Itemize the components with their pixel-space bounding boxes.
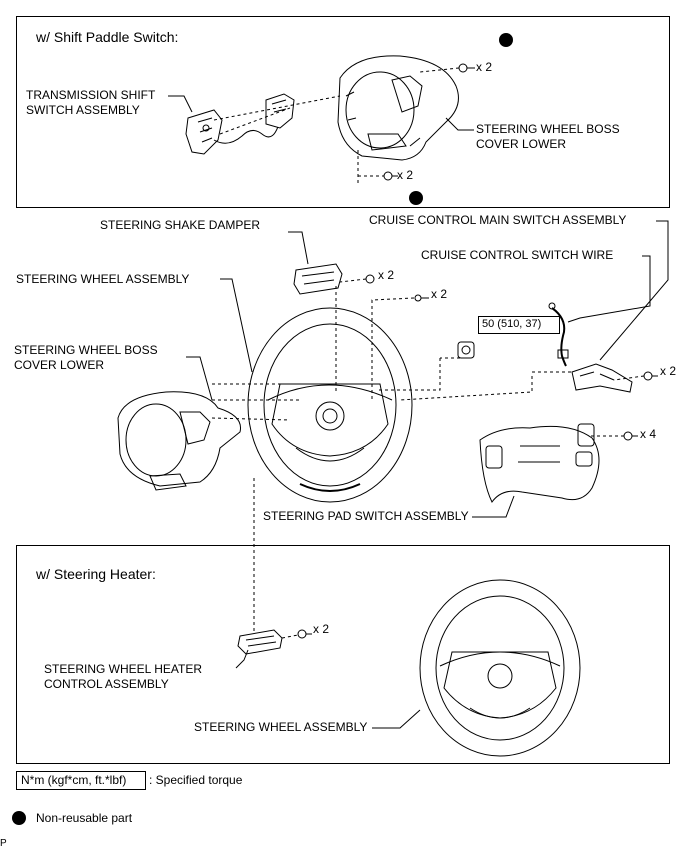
- heater-control-assembly-drawing: [237, 629, 312, 655]
- torque-value: 50 (510, 37): [482, 318, 542, 330]
- steering-wheel-assembly-main-label: STEERING WHEEL ASSEMBLY: [16, 272, 190, 286]
- footer-code: P: [0, 838, 7, 849]
- non-reusable-marker-bottom: [409, 191, 423, 205]
- damper-bolts-qty: x 2: [378, 268, 395, 282]
- non-reusable-legend-text: Non-reusable part: [36, 811, 133, 825]
- leader-heater-control: [235, 649, 249, 669]
- paddle-screws-bottom-qty: x 2: [397, 168, 414, 182]
- damper-bolt-drawing: [365, 274, 375, 284]
- shift-paddle-panel-title: w/ Shift Paddle Switch:: [36, 29, 179, 45]
- middle-dashed-lines: [211, 278, 645, 640]
- cruise-control-main-switch-label: CRUISE CONTROL MAIN SWITCH ASSEMBLY: [369, 213, 627, 227]
- steering-wheel-assembly-heater-label: STEERING WHEEL ASSEMBLY: [194, 720, 368, 734]
- leader-pad-switch: [472, 495, 515, 518]
- cruise-main-switch-drawing: [571, 363, 658, 393]
- steering-pad-switch-drawing: [479, 423, 638, 503]
- steering-wheel-heater-drawing: [419, 579, 581, 757]
- torque-callout: [478, 316, 560, 334]
- heater-screws-qty: x 2: [313, 622, 330, 636]
- torque-legend-units: N*m (kgf*cm, ft.*lbf): [21, 773, 127, 787]
- boss-cover-lower-main-label: STEERING WHEEL BOSS COVER LOWER: [14, 343, 158, 372]
- torque-legend-meaning: : Specified torque: [149, 773, 243, 787]
- steering-heater-panel-title: w/ Steering Heater:: [36, 566, 156, 582]
- torque-nut-drawing: [457, 341, 475, 359]
- heater-control-assembly-label: STEERING WHEEL HEATER CONTROL ASSEMBLY: [44, 662, 203, 691]
- transmission-shift-switch-label: TRANSMISSION SHIFT SWITCH ASSEMBLY: [26, 88, 156, 117]
- leader-shake-damper: [288, 231, 309, 265]
- leader-boss-cover-main: [186, 356, 213, 401]
- leader-cruise-main: [599, 220, 669, 361]
- cruise-screws-qty: x 2: [660, 364, 677, 378]
- transmission-shift-switch-drawing: [185, 93, 295, 155]
- heater-dashed-line: [281, 634, 299, 639]
- boss-cover-lower-top-label: STEERING WHEEL BOSS COVER LOWER: [476, 122, 620, 151]
- wheel-screw-drawing: [414, 294, 422, 302]
- leader-steering-wheel-heater: [372, 709, 421, 729]
- non-reusable-legend-icon: [12, 811, 26, 825]
- leader-cruise-wire: [567, 255, 651, 323]
- top-panel-dashed-lines: [213, 67, 460, 184]
- non-reusable-marker-top: [499, 33, 513, 47]
- boss-cover-lower-main-drawing: [117, 391, 242, 491]
- leader-boss-cover-top: [445, 117, 474, 131]
- steering-wheel-main-drawing: [247, 307, 413, 503]
- steering-shake-damper-drawing: [293, 263, 343, 295]
- leader-steering-wheel-main: [220, 278, 253, 373]
- steering-pad-switch-label: STEERING PAD SWITCH ASSEMBLY: [263, 509, 469, 523]
- pad-switch-screws-qty: x 4: [640, 427, 657, 441]
- boss-cover-lower-top-drawing: [337, 55, 459, 161]
- paddle-screws-top-qty: x 2: [476, 60, 493, 74]
- steering-heater-panel: [16, 545, 670, 764]
- cruise-switch-wire-drawing: [548, 302, 569, 367]
- torque-legend-box: [16, 771, 146, 790]
- cruise-control-switch-wire-label: CRUISE CONTROL SWITCH WIRE: [421, 248, 614, 262]
- shift-paddle-panel: [16, 16, 670, 208]
- leader-transmission-switch: [168, 95, 193, 113]
- steering-shake-damper-label: STEERING SHAKE DAMPER: [100, 218, 261, 232]
- wheel-screws-qty: x 2: [431, 287, 448, 301]
